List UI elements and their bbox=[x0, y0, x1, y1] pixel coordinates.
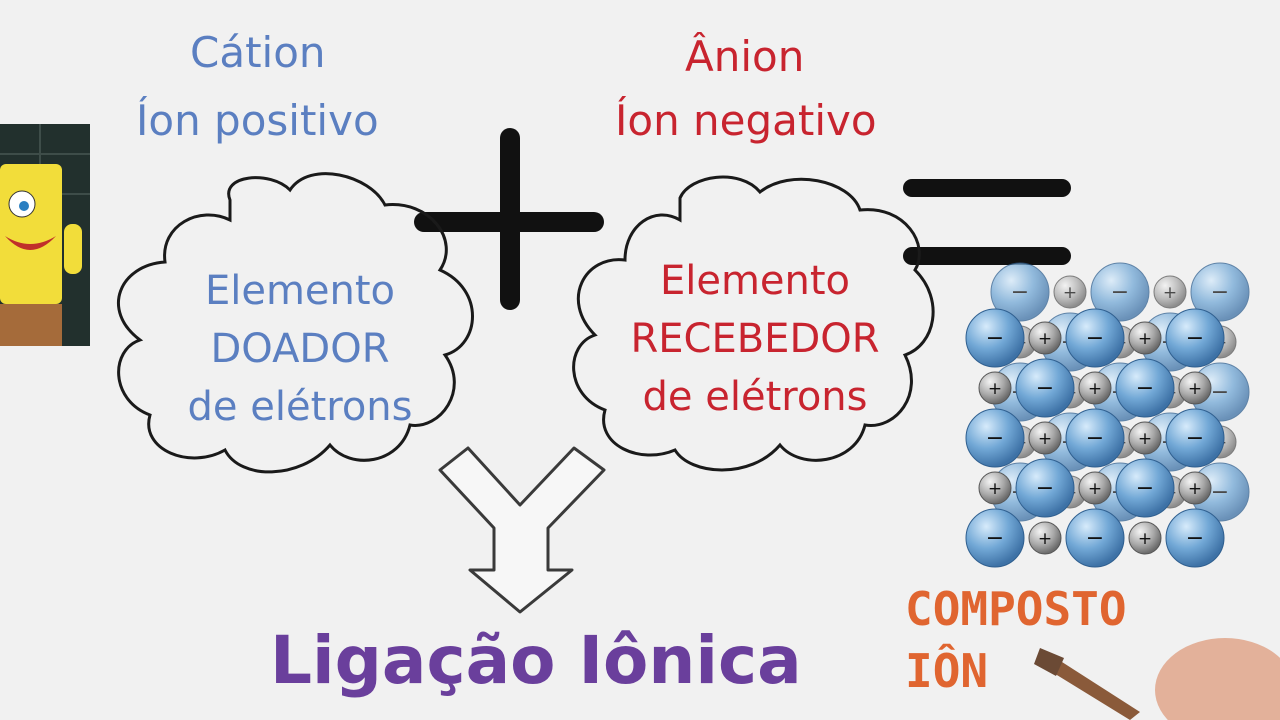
cation-sphere: + bbox=[978, 371, 1012, 405]
svg-text:+: + bbox=[1038, 329, 1052, 349]
svg-text:−: − bbox=[1211, 280, 1229, 305]
svg-text:−: − bbox=[1036, 376, 1054, 401]
svg-text:−: − bbox=[1186, 326, 1204, 351]
cloud-left-line3: de elétrons bbox=[187, 384, 413, 430]
cation-subtitle: Íon positivo bbox=[136, 96, 379, 145]
anion-subtitle: Íon negativo bbox=[615, 96, 877, 145]
anion-sphere: − bbox=[1115, 358, 1175, 418]
svg-text:+: + bbox=[1088, 479, 1102, 499]
svg-text:−: − bbox=[1211, 380, 1229, 405]
anion-sphere: − bbox=[1090, 262, 1150, 322]
cation-sphere: + bbox=[1028, 421, 1062, 455]
svg-text:+: + bbox=[1138, 429, 1152, 449]
svg-text:−: − bbox=[1036, 476, 1054, 501]
cation-sphere: + bbox=[1053, 275, 1087, 309]
svg-text:+: + bbox=[1038, 529, 1052, 549]
anion-sphere: − bbox=[965, 308, 1025, 368]
cation-sphere: + bbox=[1078, 371, 1112, 405]
cation-sphere: + bbox=[1178, 471, 1212, 505]
svg-text:−: − bbox=[1086, 526, 1104, 551]
svg-text:−: − bbox=[1211, 480, 1229, 505]
svg-text:−: − bbox=[986, 326, 1004, 351]
anion-sphere: − bbox=[1065, 508, 1125, 568]
cation-sphere: + bbox=[1028, 321, 1062, 355]
anion-sphere: − bbox=[1165, 308, 1225, 368]
svg-text:+: + bbox=[1138, 329, 1152, 349]
svg-text:+: + bbox=[1038, 429, 1052, 449]
svg-text:+: + bbox=[988, 379, 1002, 399]
anion-sphere: − bbox=[965, 508, 1025, 568]
ionic-lattice-icon: −+−+−+−+−+−+−+−+−+−+−+−+−−+−+−+−+−+−+−+−… bbox=[965, 262, 1250, 568]
anion-sphere: − bbox=[1015, 358, 1075, 418]
equals-operator-icon bbox=[903, 179, 1071, 265]
compound-line1: COMPOSTO bbox=[905, 582, 1127, 636]
svg-text:−: − bbox=[986, 526, 1004, 551]
svg-text:+: + bbox=[1188, 479, 1202, 499]
anion-sphere: − bbox=[965, 408, 1025, 468]
cloud-left-line1: Elemento bbox=[204, 268, 396, 314]
anion-sphere: − bbox=[1065, 408, 1125, 468]
anion-title: Ânion bbox=[685, 32, 805, 81]
svg-text:−: − bbox=[1186, 526, 1204, 551]
svg-text:−: − bbox=[1086, 426, 1104, 451]
anion-sphere: − bbox=[1165, 408, 1225, 468]
anion-sphere: − bbox=[1015, 458, 1075, 518]
cartoon-thumbnail bbox=[0, 124, 90, 346]
anion-sphere: − bbox=[1190, 262, 1250, 322]
compound-line2: IÔN bbox=[905, 644, 989, 698]
svg-text:−: − bbox=[986, 426, 1004, 451]
cation-sphere: + bbox=[1028, 521, 1062, 555]
svg-text:−: − bbox=[1086, 326, 1104, 351]
svg-text:−: − bbox=[1136, 476, 1154, 501]
cation-title: Cátion bbox=[190, 28, 326, 77]
compound-label: COMPOSTO IÔN bbox=[905, 578, 1127, 702]
svg-text:+: + bbox=[1138, 529, 1152, 549]
cloud-right-shape bbox=[572, 175, 935, 472]
anion-sphere: − bbox=[1115, 458, 1175, 518]
result-title: Ligação Iônica bbox=[270, 622, 802, 699]
svg-text:−: − bbox=[1111, 280, 1129, 305]
cation-sphere: + bbox=[1078, 471, 1112, 505]
cloud-right-text: Elemento RECEBEDOR de elétrons bbox=[585, 252, 925, 426]
anion-sphere: − bbox=[990, 262, 1050, 322]
cation-sphere: + bbox=[1178, 371, 1212, 405]
down-arrow-icon bbox=[438, 446, 606, 614]
cloud-left-line2: DOADOR bbox=[210, 326, 390, 372]
svg-text:+: + bbox=[1088, 379, 1102, 399]
svg-text:+: + bbox=[988, 479, 1002, 499]
cation-sphere: + bbox=[1128, 321, 1162, 355]
svg-text:+: + bbox=[1188, 379, 1202, 399]
cation-sphere: + bbox=[1128, 421, 1162, 455]
cation-sphere: + bbox=[978, 471, 1012, 505]
cloud-right-line3: de elétrons bbox=[642, 374, 868, 420]
plus-operator-icon bbox=[414, 128, 604, 310]
cloud-left-shape bbox=[116, 172, 474, 474]
svg-text:+: + bbox=[1163, 283, 1177, 303]
svg-text:−: − bbox=[1136, 376, 1154, 401]
cation-sphere: + bbox=[1128, 521, 1162, 555]
svg-text:−: − bbox=[1011, 280, 1029, 305]
svg-text:−: − bbox=[1186, 426, 1204, 451]
anion-sphere: − bbox=[1165, 508, 1225, 568]
cloud-right-line1: Elemento bbox=[659, 258, 851, 304]
anion-sphere: − bbox=[1065, 308, 1125, 368]
svg-text:+: + bbox=[1063, 283, 1077, 303]
cation-sphere: + bbox=[1153, 275, 1187, 309]
paintbrush-icon bbox=[1034, 638, 1280, 720]
cloud-left-text: Elemento DOADOR de elétrons bbox=[130, 262, 470, 436]
cloud-right-line2: RECEBEDOR bbox=[630, 316, 880, 362]
